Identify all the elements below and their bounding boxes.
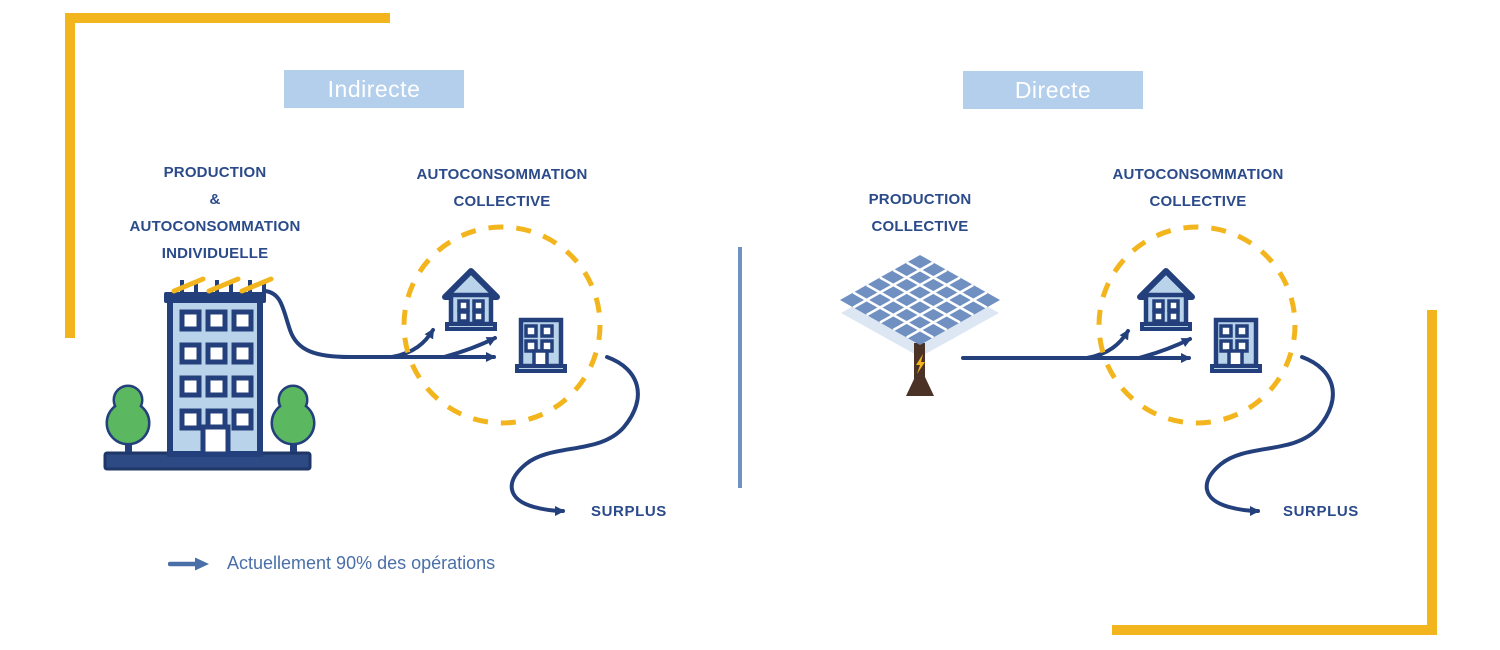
left-flow-arrows [263, 289, 640, 516]
bracket-top-left-horizontal [65, 13, 390, 23]
left-surplus-label: SURPLUS [591, 503, 667, 520]
solar-panel-icon [840, 255, 1000, 396]
tree-icon [270, 384, 316, 446]
bracket-bottom-right-vertical [1427, 310, 1437, 635]
right-arrow-icon [168, 557, 209, 570]
legend-text: Actuellement 90% des opérations [227, 553, 496, 573]
left-dashed-circle [401, 224, 603, 426]
badge-indirecte: Indirecte [284, 70, 464, 108]
bracket-bottom-right-horizontal [1112, 625, 1437, 635]
right-surplus-label: SURPLUS [1283, 503, 1359, 520]
lightning-bolt-icon [916, 354, 925, 374]
apartment-building-icon [103, 276, 316, 471]
tree-icon [105, 384, 151, 446]
house-icon [445, 271, 497, 329]
right-source-title: PRODUCTION COLLECTIVE [868, 191, 972, 235]
left-target-title: AUTOCONSOMMATION COLLECTIVE [416, 166, 588, 210]
house-icon [1140, 271, 1192, 329]
building-icon [517, 320, 565, 371]
left-source-title: PRODUCTION & AUTOCONSOMMATION INDIVIDUEL… [129, 164, 301, 262]
right-target-title: AUTOCONSOMMATION COLLECTIVE [1112, 166, 1284, 210]
right-flow-arrows [961, 329, 1335, 516]
bracket-top-left-vertical [65, 13, 75, 338]
legend: Actuellement 90% des opérations [168, 553, 495, 574]
section-divider [738, 247, 742, 488]
badge-directe: Directe [963, 71, 1143, 109]
right-surplus-arrow [1204, 355, 1335, 516]
building-icon [1212, 320, 1260, 371]
right-dashed-circle [1096, 224, 1298, 426]
left-surplus-arrow [509, 355, 640, 516]
rooftop-solar-panels-icon [171, 276, 274, 294]
